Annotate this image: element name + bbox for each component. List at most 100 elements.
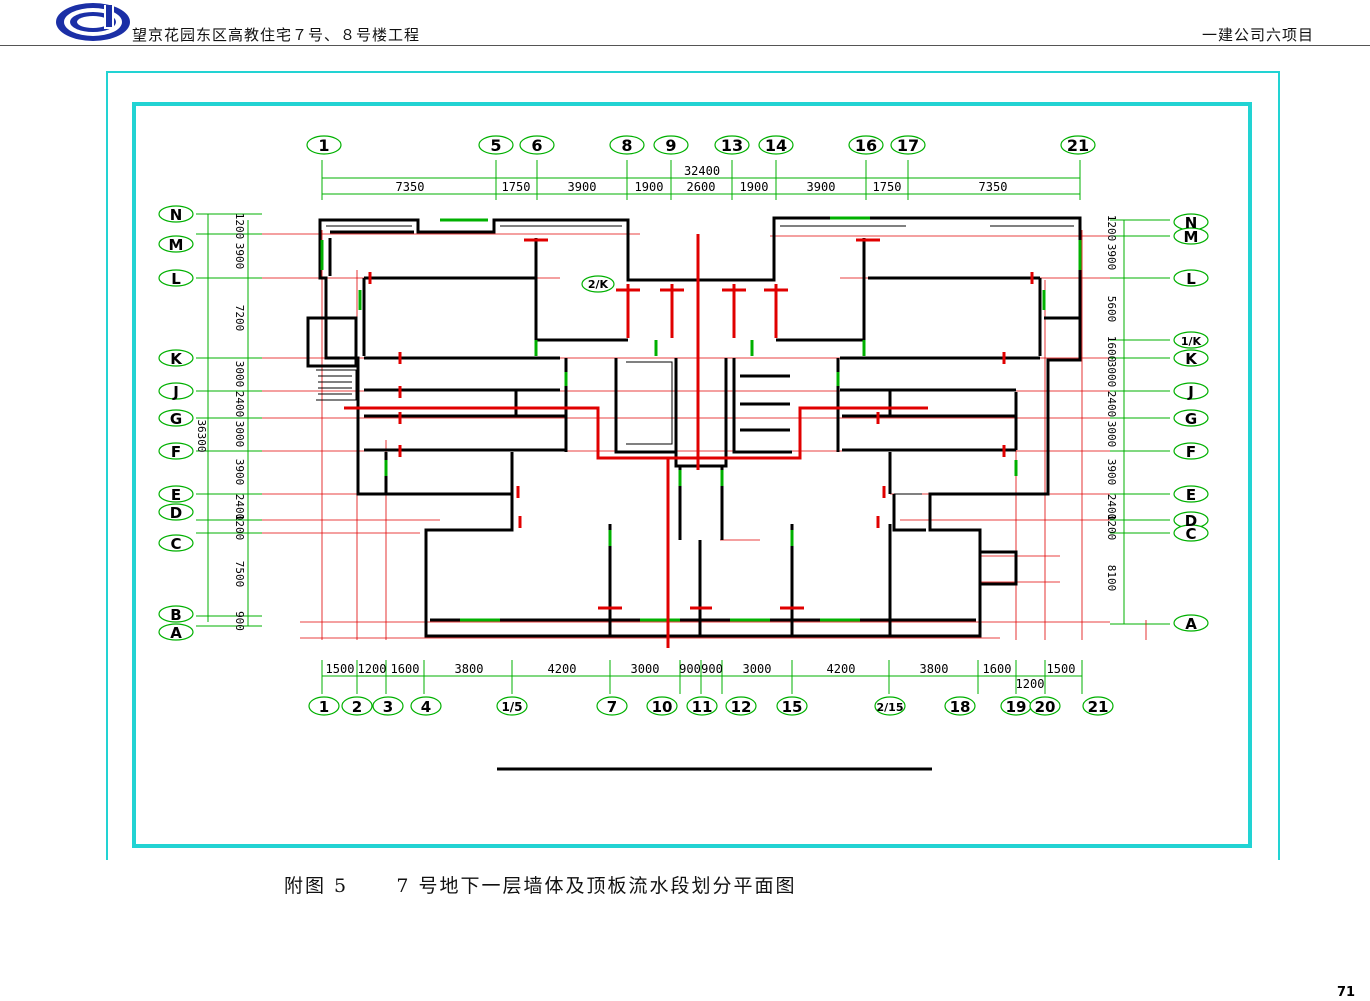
left-axis-label: F <box>171 443 181 461</box>
header-rule <box>0 45 1370 46</box>
bottom-dimension: 1200 <box>358 662 387 676</box>
segment-division-lines <box>344 234 928 648</box>
right-axis-label: G <box>1185 410 1197 428</box>
left-total-dimension: 36300 <box>195 419 208 452</box>
bottom-axis-label: 15 <box>782 698 803 716</box>
left-axis-label: D <box>170 504 182 522</box>
bottom-dimension: 1200 <box>1016 677 1045 691</box>
bottom-dimension: 3000 <box>631 662 660 676</box>
top-total-dimension: 32400 <box>684 164 720 178</box>
left-dimension: 1200 <box>233 514 246 541</box>
outer-frame <box>106 71 1280 860</box>
left-dimension: 2400 <box>233 494 246 521</box>
bottom-axis-label: 2/15 <box>877 701 904 714</box>
bottom-axis-label: 2 <box>352 698 362 716</box>
right-axis-label: F <box>1186 443 1196 461</box>
right-dimension: 5600 <box>1105 296 1118 323</box>
top-axis-label: 21 <box>1067 136 1089 155</box>
left-axis-label: K <box>170 350 183 368</box>
left-dimension-lines <box>196 213 262 627</box>
right-dimension: 3900 <box>1105 459 1118 486</box>
right-axis-label: D <box>1185 512 1197 530</box>
top-dimension: 1900 <box>635 180 664 194</box>
inner-axis-label: 2/K <box>588 278 609 291</box>
bottom-dimension: 1500 <box>326 662 355 676</box>
right-axis-label: E <box>1186 486 1196 504</box>
right-dimension: 2400 <box>1105 494 1118 521</box>
left-dimension: 3000 <box>233 421 246 448</box>
bottom-axis-label: 20 <box>1035 698 1056 716</box>
left-axis-label: L <box>171 270 181 288</box>
bottom-dimension: 1500 <box>1047 662 1076 676</box>
bottom-dimension: 3800 <box>920 662 949 676</box>
bottom-dimension: 1600 <box>391 662 420 676</box>
bottom-axis-label: 1/5 <box>501 700 522 714</box>
project-title: 望京花园东区高教住宅７号、８号楼工程 <box>132 26 421 44</box>
top-dimension: 2600 <box>687 180 716 194</box>
top-axis-label: 13 <box>721 136 743 155</box>
bottom-dimension-lines <box>321 660 1083 694</box>
right-dimension: 1200 <box>1105 514 1118 541</box>
top-axis-label: 6 <box>531 136 542 155</box>
left-axis-label: N <box>170 206 183 224</box>
bottom-dimension: 1600 <box>983 662 1012 676</box>
floor-plan-drawing: 1 5 6 8 9 13 14 16 17 21 32400 7350 1750… <box>106 71 1280 860</box>
bottom-axis-label: 7 <box>607 698 617 716</box>
left-axis-label: C <box>170 535 181 553</box>
left-axis-label: G <box>170 410 182 428</box>
left-dimension: 900 <box>233 611 246 631</box>
page-header: 望京花园东区高教住宅７号、８号楼工程 一建公司六项目 <box>0 0 1370 46</box>
left-dimension: 1200 <box>233 213 246 240</box>
left-dimension: 3900 <box>233 243 246 270</box>
inner-axis-bubble <box>581 275 615 293</box>
top-dimension: 1750 <box>502 180 531 194</box>
top-axis-label: 5 <box>490 136 501 155</box>
bottom-dimension: 3800 <box>455 662 484 676</box>
top-dimension: 3900 <box>568 180 597 194</box>
left-dimension: 7500 <box>233 561 246 588</box>
right-dimension: 8100 <box>1105 565 1118 592</box>
top-axis-label: 9 <box>665 136 676 155</box>
top-axis-label: 14 <box>765 136 787 155</box>
red-markers <box>368 238 1034 610</box>
right-axis-label: 1/K <box>1181 335 1202 348</box>
right-dimension-lines <box>1110 219 1170 625</box>
top-dimension: 1750 <box>873 180 902 194</box>
left-axis-bubbles <box>158 205 194 641</box>
top-axis-label: 8 <box>621 136 632 155</box>
right-axis-bubbles <box>1173 213 1209 632</box>
top-axis-label: 16 <box>855 136 877 155</box>
left-axis-label: E <box>171 486 181 504</box>
right-axis-label: C <box>1185 525 1196 543</box>
left-dimension: 3000 <box>233 361 246 388</box>
bottom-dimension: 4200 <box>827 662 856 676</box>
bottom-dimension: 900 <box>679 662 701 676</box>
grid-lines <box>262 230 1147 640</box>
top-dimension: 7350 <box>979 180 1008 194</box>
left-dimension: 7200 <box>233 305 246 332</box>
bottom-dimension: 3000 <box>743 662 772 676</box>
bottom-axis-label: 11 <box>692 698 713 716</box>
top-axis-label: 17 <box>897 136 919 155</box>
left-dimension: 2400 <box>233 391 246 418</box>
bottom-axis-label: 18 <box>950 698 971 716</box>
bottom-axis-label: 12 <box>731 698 752 716</box>
right-dimension: 3000 <box>1105 361 1118 388</box>
top-axis-label: 1 <box>318 136 329 155</box>
right-axis-label: L <box>1186 270 1196 288</box>
bottom-axis-bubbles <box>308 696 1114 716</box>
right-axis-label: N <box>1185 214 1198 232</box>
bottom-axis-label: 4 <box>421 698 431 716</box>
building-walls <box>306 216 1082 638</box>
right-axis-label: K <box>1185 350 1198 368</box>
bottom-axis-label: 10 <box>652 698 673 716</box>
right-axis-label: J <box>1187 383 1194 401</box>
right-axis-label: A <box>1185 615 1197 633</box>
bottom-axis-label: 1 <box>319 698 329 716</box>
bottom-axis-label: 21 <box>1088 698 1109 716</box>
page-number: 71 <box>1337 985 1356 1000</box>
left-axis-label: J <box>172 383 179 401</box>
top-dimension: 1900 <box>740 180 769 194</box>
wall-inner-lines <box>316 225 1074 495</box>
right-dimension: 2400 <box>1105 391 1118 418</box>
